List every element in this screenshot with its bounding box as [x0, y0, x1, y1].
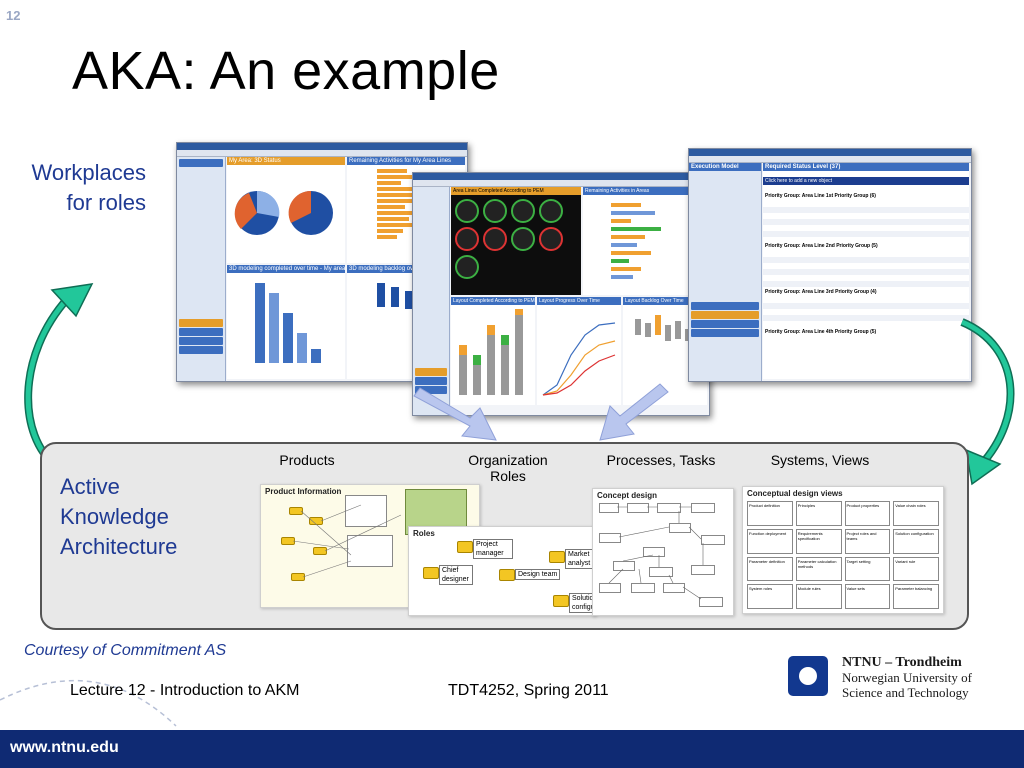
- roles-diagram[interactable]: Roles Project manager Chief designer Des…: [408, 526, 596, 616]
- decorative-dashed-arc: [0, 679, 177, 727]
- view-item[interactable]: Value chain roles: [893, 501, 939, 526]
- modeling-panel-title: 3D modeling completed over time - My are…: [227, 265, 346, 273]
- priority-group-4: Priority Group: Area Line 4th Priority G…: [765, 329, 877, 335]
- activities-sidebar-2: [413, 187, 450, 415]
- remaining-panel-title: Remaining Activities for My Area Lines: [347, 157, 465, 165]
- window-menubar: [177, 150, 467, 157]
- add-object-link[interactable]: Click here to add a new object: [763, 177, 969, 185]
- role-solution-configurator: Solution configur: [569, 593, 595, 613]
- footer-course: TDT4252, Spring 2011: [448, 682, 609, 699]
- view-item[interactable]: Module rules: [795, 584, 842, 609]
- layout-progress-lines: [542, 322, 616, 396]
- priority-group-2: Priority Group: Area Line 2nd Priority G…: [765, 243, 878, 249]
- view-item[interactable]: Project roles and teams: [844, 528, 891, 554]
- remaining-areas-panel: Remaining Activities in Areas: [583, 187, 707, 295]
- priority-group-3: Priority Group: Area Line 3rd Priority G…: [765, 289, 877, 295]
- view-item[interactable]: Value sets: [844, 584, 891, 609]
- view-item[interactable]: System roles: [747, 584, 793, 609]
- workplaces-line-1: Workplaces: [31, 160, 146, 185]
- ntnu-line-3: Science and Technology: [842, 685, 969, 700]
- role-design-team: Design team: [515, 569, 561, 580]
- role-project-manager: Project manager: [473, 539, 513, 559]
- views-diagram-title: Conceptual design views: [747, 489, 843, 498]
- products-diagram-title: Product Information: [265, 487, 342, 496]
- column-org-roles-line-2: Roles: [490, 468, 526, 484]
- ntnu-line-1: NTNU – Trondheim: [842, 655, 962, 670]
- view-item[interactable]: Parameter definition: [747, 556, 793, 582]
- role-market-analyst: Market analyst: [565, 549, 595, 569]
- layout-progress-panel: Layout Progress Over Time: [537, 297, 621, 405]
- view-item[interactable]: Target setting: [844, 556, 891, 582]
- roles-diagram-title: Roles: [413, 529, 435, 538]
- slide-title: AKA: An example: [72, 41, 500, 101]
- view-item[interactable]: Function deployment: [747, 528, 793, 554]
- remaining-area-bars: [611, 203, 661, 279]
- view-item[interactable]: Solution configuration: [893, 528, 939, 554]
- layout-stacked-bars: [459, 309, 523, 395]
- gauges: [455, 199, 563, 279]
- view-item[interactable]: Requirements specification: [795, 528, 842, 554]
- layout-backlog-title: Layout Backlog Over Time: [623, 297, 707, 305]
- views-grid: Product definition Principles Product pr…: [747, 501, 939, 609]
- courtesy-note: Courtesy of Commitment AS: [24, 642, 227, 659]
- aka-line-3: Architecture: [60, 534, 178, 559]
- priority-group-1: Priority Group: Area Line 1st Priority G…: [765, 193, 876, 199]
- column-org-roles: Organization Roles: [448, 452, 568, 484]
- aka-line-1: Active: [60, 474, 120, 499]
- view-item[interactable]: Principles: [795, 501, 842, 526]
- execution-model-title: Execution Model: [689, 163, 761, 171]
- remaining-areas-title: Remaining Activities in Areas: [583, 187, 707, 195]
- modeling-completed-panel: 3D modeling completed over time - My are…: [227, 265, 345, 379]
- layout-completed-title: Layout Completed According to PEM: [451, 297, 535, 305]
- modeling-bars: [255, 283, 321, 363]
- workplaces-line-2: for roles: [66, 190, 146, 215]
- workplaces-label: Workplaces for roles: [14, 158, 146, 218]
- status-panel: My Area: 3D Status: [227, 157, 345, 263]
- slide-number: 12: [6, 8, 21, 23]
- window-titlebar: [177, 143, 467, 150]
- view-item[interactable]: Parameter calculation methods: [795, 556, 842, 582]
- ntnu-url[interactable]: www.ntnu.edu: [10, 739, 119, 756]
- link-arrows: [413, 383, 669, 441]
- layout-progress-title: Layout Progress Over Time: [537, 297, 621, 305]
- process-diagram-title: Concept design: [597, 491, 658, 500]
- pie-charts: [234, 190, 333, 235]
- column-products: Products: [279, 452, 335, 468]
- execution-model-sidebar: Execution Model: [689, 163, 762, 381]
- right-cycle-arrow: [960, 318, 1015, 486]
- view-item[interactable]: Product definition: [747, 501, 793, 526]
- aka-label: Active Knowledge Architecture: [60, 472, 177, 562]
- column-org-roles-line-1: Organization: [468, 452, 548, 468]
- view-item[interactable]: Parameter balancing: [893, 584, 939, 609]
- activities-sidebar: [177, 157, 226, 381]
- layout-completed-panel: Layout Completed According to PEM: [451, 297, 535, 405]
- column-systems: Systems, Views: [770, 452, 870, 468]
- view-item[interactable]: Variant rule: [893, 556, 939, 582]
- role-chief-designer: Chief designer: [439, 565, 473, 585]
- ntnu-logo-icon: [788, 656, 828, 696]
- remaining-bars: [377, 169, 427, 239]
- view-item[interactable]: Product properties: [844, 501, 891, 526]
- footer-lecture: Lecture 12 - Introduction to AKM: [70, 682, 300, 699]
- process-diagram[interactable]: Concept design: [592, 488, 734, 616]
- backlog-panel-title: 3D modeling backlog over: [347, 265, 465, 273]
- footer-bar: www.ntnu.edu: [0, 730, 1024, 768]
- ntnu-name: NTNU – Trondheim Norwegian University of…: [842, 654, 972, 700]
- status-level-title: Required Status Level (37): [763, 163, 969, 171]
- ntnu-line-2: Norwegian University of: [842, 670, 972, 685]
- status-level-panel: Required Status Level (37) Click here to…: [763, 163, 969, 379]
- views-diagram[interactable]: Conceptual design views Product definiti…: [742, 486, 944, 614]
- column-processes: Processes, Tasks: [606, 452, 716, 468]
- workplace-screenshot-layout-progress[interactable]: Area Lines Completed According to PEM Re…: [412, 172, 710, 416]
- workplace-screenshot-execution-model[interactable]: Execution Model Required Status Level (3…: [688, 148, 972, 382]
- gauges-panel-title: Area Lines Completed According to PEM: [451, 187, 581, 195]
- aka-line-2: Knowledge: [60, 504, 169, 529]
- gauges-panel: Area Lines Completed According to PEM: [451, 187, 581, 295]
- status-panel-title: My Area: 3D Status: [227, 157, 345, 165]
